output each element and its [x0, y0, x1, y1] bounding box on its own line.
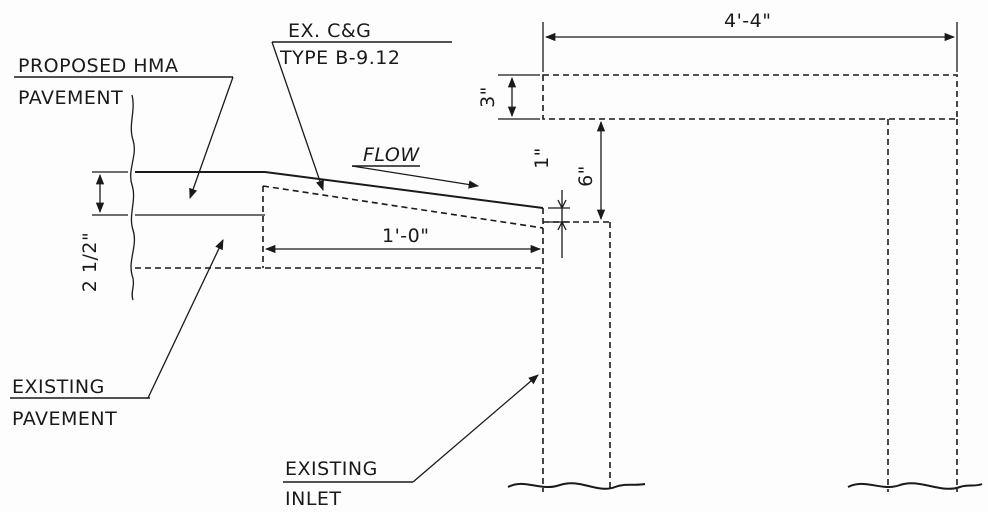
dim-overall-width: 4'-4" — [724, 10, 772, 32]
leader-proposed-hma — [189, 76, 234, 199]
inlet-top-slab — [542, 74, 958, 120]
dim-opening-height: 6" — [575, 165, 597, 187]
label-proposed-pavement: PAVEMENT — [18, 87, 123, 109]
dim-slab-thickness: 3" — [477, 86, 499, 108]
gutter-pan-top — [262, 185, 544, 229]
label-ex-cg: EX. C&G — [288, 20, 371, 42]
label-existing-inlet-2: INLET — [285, 488, 342, 510]
dim-pavement-depth: 2 1/2" — [79, 232, 101, 292]
inlet-break-right — [847, 482, 983, 490]
leader-ex-cg — [271, 41, 324, 191]
label-proposed-hma: PROPOSED HMA — [18, 55, 178, 77]
label-existing-pavement-1: EXISTING — [12, 376, 105, 398]
flow-arrow — [351, 165, 480, 189]
pavement-break-line — [130, 94, 136, 301]
dim-lip-drop: 1" — [531, 147, 553, 169]
label-existing-inlet-1: EXISTING — [285, 458, 378, 480]
leader-existing-pavement — [147, 239, 224, 399]
label-cg-type: TYPE B-9.12 — [279, 47, 400, 69]
dim-gutter-width: 1'-0" — [382, 225, 430, 247]
gutter-surface-line — [264, 171, 544, 209]
label-existing-pavement-2: PAVEMENT — [12, 408, 117, 430]
inlet-break-left — [507, 482, 646, 490]
leader-existing-inlet — [412, 374, 539, 483]
label-flow: FLOW — [363, 144, 420, 166]
